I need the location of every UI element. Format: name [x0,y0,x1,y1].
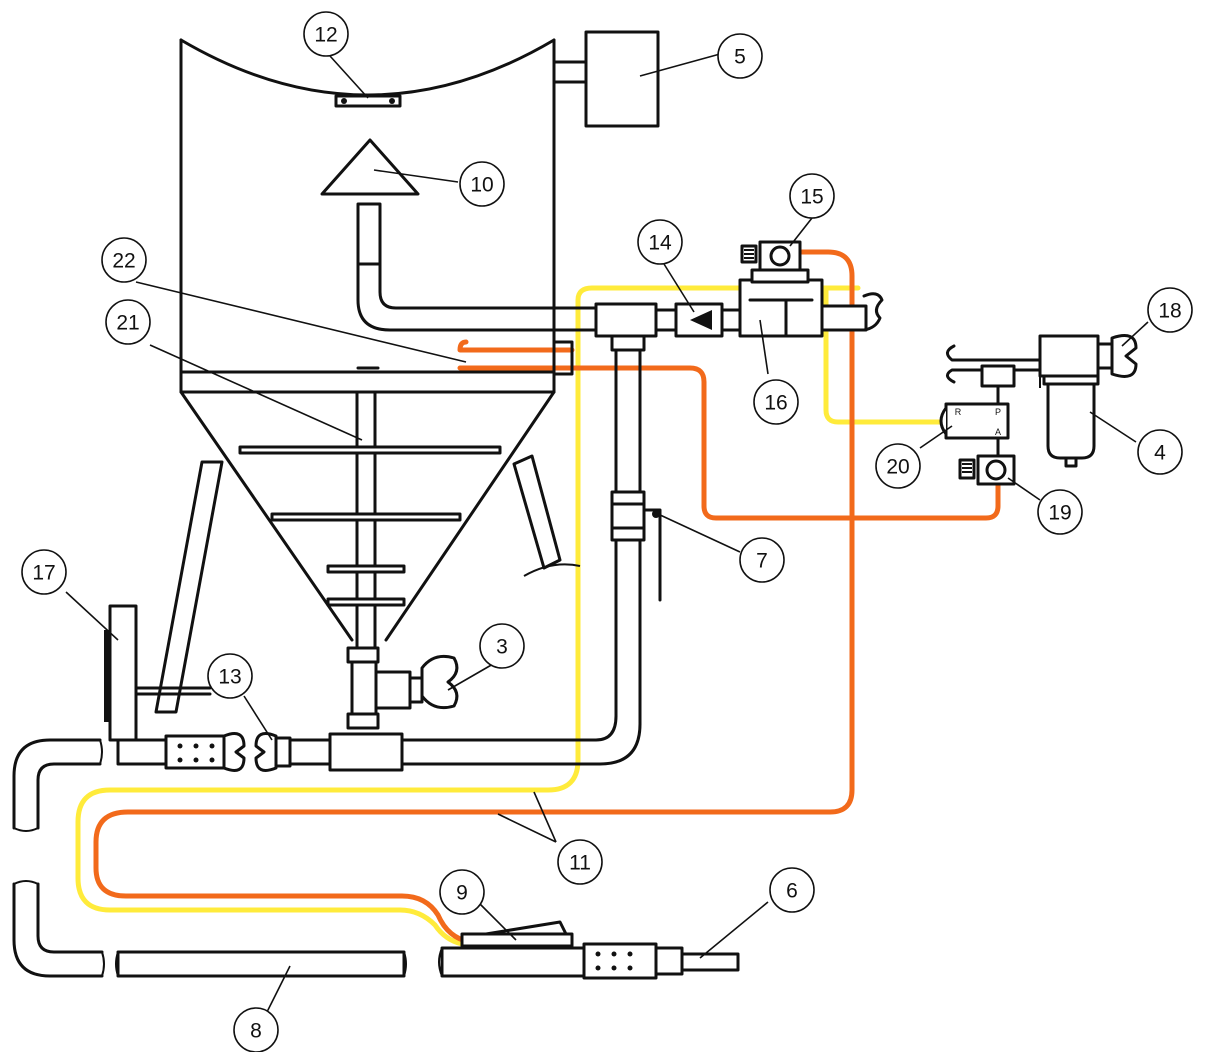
pressure-plate [104,604,212,742]
ball-valve [610,490,662,602]
callout-20: 20 [875,443,921,489]
callout-label: 8 [250,1020,262,1043]
callout-circle [1037,489,1083,535]
callout-circle [717,33,763,79]
yellow-hose-to-valve-20 [823,287,949,425]
callout-circle [207,653,253,699]
callout-label: 14 [648,232,672,255]
air-manifold [594,240,884,726]
callout-circle [875,443,921,489]
blast-hose [12,738,407,978]
nozzle-assembly [438,920,740,980]
metering-valve [346,646,459,730]
hopper-tank [154,38,581,714]
callout-label: 17 [32,562,55,585]
callout-22: 22 [101,237,147,283]
callout-circle [1147,287,1193,333]
callout-circle [459,161,505,207]
callout-15: 15 [789,173,835,219]
callout-5: 5 [717,33,763,79]
callout-19: 19 [1037,489,1083,535]
callout-label: 15 [800,186,823,209]
callout-circle [105,299,151,345]
nozzle [680,952,740,972]
callout-circle [303,11,349,57]
callout-circle [557,839,603,885]
callout-12: 12 [303,11,349,57]
callout-6: 6 [769,867,815,913]
control-hoses [75,249,1001,947]
callout-label: 22 [112,250,135,273]
air-supply: R P A [939,334,1138,486]
callout-circle [439,869,485,915]
orange-control-hose [93,249,855,945]
callout-3: 3 [479,623,525,669]
callout-10: 10 [459,161,505,207]
callout-11: 11 [557,839,603,885]
callout-circle [637,219,683,265]
callout-label: 20 [886,456,909,479]
deadman-handle [460,932,574,948]
callouts: 3 4 5 6 7 8 9 10 11 12 13 14 15 16 17 18 19 20 21 22 [21,11,1193,1052]
callout-17: 17 [21,549,67,595]
filter-bowl [1046,382,1096,460]
callout-21: 21 [105,299,151,345]
pop-up-valve [320,138,420,196]
callout-label: 13 [218,666,241,689]
callout-8: 8 [233,1007,279,1052]
callout-circle [1137,429,1183,475]
left-leg [154,460,224,714]
callout-circle [479,623,525,669]
callout-label: 11 [569,852,591,875]
leader-lines [65,53,1149,1023]
callout-9: 9 [439,869,485,915]
callout-label: 19 [1048,502,1071,525]
sight-plate [334,94,402,108]
yellow-control-hose [75,285,861,947]
callout-7: 7 [739,537,785,583]
callout-circle [753,379,799,425]
filter-head [1038,334,1100,378]
callout-circle [739,537,785,583]
control-box [552,30,660,128]
callout-circle [101,237,147,283]
hose-coupling [116,732,292,772]
callout-label: 5 [734,46,746,69]
main-pipe [288,714,642,772]
valve-port-p: P [995,407,1001,417]
callout-4: 4 [1137,429,1183,475]
callout-circle [769,867,815,913]
callout-label: 21 [116,312,139,335]
callout-label: 16 [764,392,787,415]
right-leg [512,454,562,570]
callout-label: 7 [756,550,768,573]
callout-label: 6 [786,880,798,903]
callout-13: 13 [207,653,253,699]
callout-label: 3 [496,636,508,659]
tee-fitting [594,302,658,338]
callout-label: 9 [456,882,468,905]
callout-circle [21,549,67,595]
callout-label: 12 [314,24,337,47]
valve-port-a: A [995,427,1001,437]
callout-label: 18 [1158,300,1181,323]
callout-16: 16 [753,379,799,425]
callout-18: 18 [1147,287,1193,333]
orange-hose-to-valve-19 [457,339,1001,521]
hopper-flange [179,370,556,394]
tee-bottom [328,732,404,772]
callout-circle [233,1007,279,1052]
callout-circle [789,173,835,219]
inlet-piping [320,138,598,332]
callout-14: 14 [637,219,683,265]
valve-port-r: R [955,407,962,417]
regulator-body [738,278,824,338]
callout-label: 4 [1154,442,1166,465]
callout-label: 10 [470,174,493,197]
